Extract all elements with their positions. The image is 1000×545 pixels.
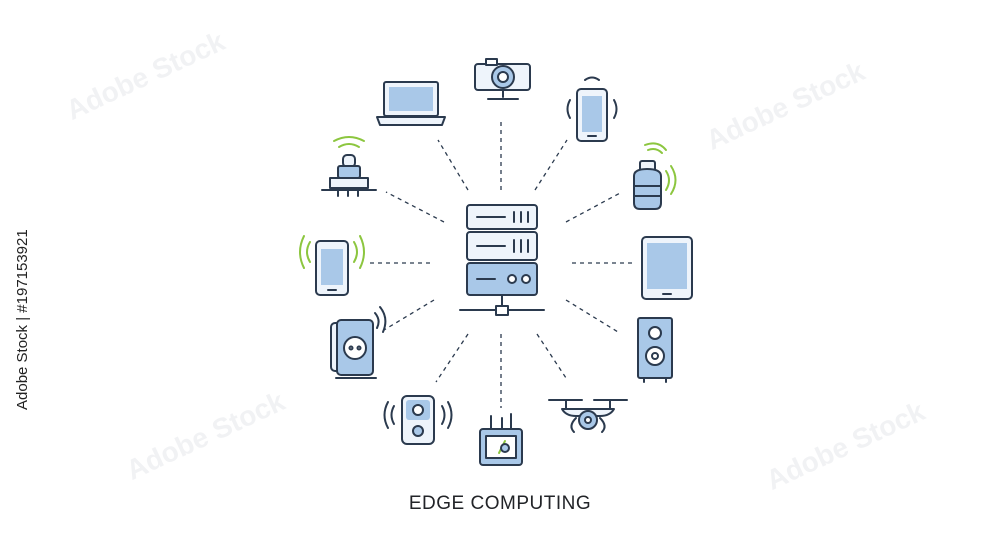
diagram-title: EDGE COMPUTING: [408, 493, 592, 514]
smart-bottle-icon: [633, 142, 677, 210]
connector-bottle: [565, 191, 623, 223]
stock-id-label: Adobe Stock | #197153921: [14, 229, 31, 410]
router-icon: [479, 413, 523, 466]
smart-speaker-icon: [383, 395, 453, 445]
connector-speaker: [565, 299, 619, 333]
smartphone-icon: [566, 76, 618, 142]
tablet-icon: [641, 236, 693, 300]
server-icon: [459, 204, 545, 316]
connector-smart-speaker: [435, 333, 469, 383]
speaker-icon: [637, 317, 673, 383]
connector-sensor: [385, 191, 445, 223]
laptop-icon: [376, 81, 446, 126]
connector-lines: [368, 118, 636, 408]
drone-icon: [548, 399, 628, 433]
webcam-icon: [474, 58, 531, 100]
wireless-sensor-icon: [321, 136, 377, 197]
connector-laptop: [437, 139, 469, 191]
connector-socket: [383, 299, 435, 331]
connector-drone: [536, 333, 567, 379]
connector-smartphone: [534, 139, 568, 191]
smart-socket-icon: [330, 306, 387, 379]
phone-wireless-icon: [299, 235, 365, 296]
